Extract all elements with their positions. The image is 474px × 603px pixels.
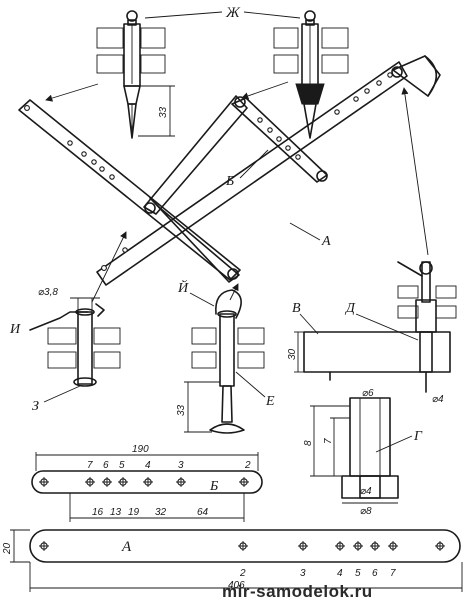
bar-b-spacing: 13: [110, 507, 122, 518]
bar-a-hole-cross: [39, 541, 49, 551]
bar-a-hole-number: 2: [239, 568, 246, 579]
bar-b-hole-number: 6: [103, 460, 109, 471]
label-g: Г: [413, 429, 423, 444]
bar-b-hole-cross: [102, 477, 112, 487]
label-z: З: [32, 399, 39, 414]
pin-e-assembly: [191, 289, 265, 434]
dimension-bar-a-width: 20: [2, 542, 13, 555]
bar-b-hole-cross: [239, 477, 249, 487]
dimension-bar-b-length: 190: [132, 444, 149, 455]
bar-b-hole-cross: [118, 477, 128, 487]
bar-a-hole-cross: [435, 541, 445, 551]
dimension-top-6: ⌀6: [362, 388, 374, 399]
watermark: mir-samodelok.ru: [222, 582, 373, 601]
bar-b-drawing: [31, 452, 263, 522]
stylus-holder-left: [96, 10, 166, 139]
label-a: А: [321, 234, 331, 249]
bar-a-hole-cross: [388, 541, 398, 551]
pantograph-bars: [18, 55, 441, 286]
bar-a-hole-cross: [298, 541, 308, 551]
label-i: И: [9, 322, 21, 337]
bar-b-spacing: 32: [155, 507, 167, 518]
label-e: Е: [265, 394, 275, 409]
dimension-33-top-label: 33: [158, 106, 169, 118]
bar-b-spacing: 19: [128, 507, 140, 518]
bar-b-spacing: 16: [92, 507, 104, 518]
bar-a-hole-number: 3: [300, 568, 306, 579]
bar-b-holes: [39, 477, 249, 487]
bar-b-hole-number: 5: [119, 460, 125, 471]
dimension-bottom-4: ⌀4: [360, 486, 372, 497]
bar-a-hole-cross: [353, 541, 363, 551]
bar-a-hole-number: 4: [337, 568, 343, 579]
bar-b-hole-number: 2: [244, 460, 251, 471]
bar-a-hole-cross: [238, 541, 248, 551]
block-v-assembly: [303, 261, 457, 393]
bar-b-hole-number: 3: [178, 460, 184, 471]
dimension-height-8: 8: [303, 440, 314, 446]
dimension-30: 30: [287, 331, 304, 373]
label-d: Д: [344, 301, 356, 316]
bar-a-hole-number: 7: [390, 568, 396, 579]
bar-a-name: А: [121, 539, 132, 555]
bar-a-hole-number: 6: [372, 568, 378, 579]
label-zh: Ж: [225, 5, 241, 21]
dimension-pin-diameter: ⌀3,8: [38, 287, 58, 298]
dimension-30-label: 30: [287, 348, 298, 360]
stylus-holder-right: [273, 10, 349, 139]
pin-z-assembly: [29, 297, 121, 387]
dimension-33-top: 33: [138, 85, 175, 137]
bar-a-drawing: [10, 529, 463, 592]
bar-b-hole-cross: [85, 477, 95, 487]
bar-b-hole-number: 7: [87, 460, 93, 471]
dimension-height-7: 7: [323, 438, 334, 444]
dimension-33-bottom-label: 33: [176, 404, 187, 416]
dimension-bottom-8: ⌀8: [360, 506, 372, 517]
label-zh-group: Ж: [144, 5, 301, 21]
bar-b-hole-cross: [143, 477, 153, 487]
bar-b-spacing: 64: [197, 507, 209, 518]
dimension-33-bottom: 33: [176, 381, 220, 433]
dimension-hole-4: ⌀4: [432, 394, 444, 405]
bar-a-hole-cross: [370, 541, 380, 551]
label-b: Б: [225, 174, 234, 189]
label-i-short: Й: [177, 279, 189, 296]
bar-b-hole-cross: [39, 477, 49, 487]
bar-b-hole-number: 4: [145, 460, 151, 471]
bar-a-hole-number: 5: [355, 568, 361, 579]
bar-b-name: Б: [209, 479, 218, 494]
label-v: В: [292, 301, 301, 316]
bar-a-holes: [39, 541, 445, 551]
sleeve-g: [310, 397, 399, 499]
bar-b-hole-cross: [176, 477, 186, 487]
bar-a-hole-cross: [335, 541, 345, 551]
dimension-bar-a-length: 406: [228, 580, 245, 591]
